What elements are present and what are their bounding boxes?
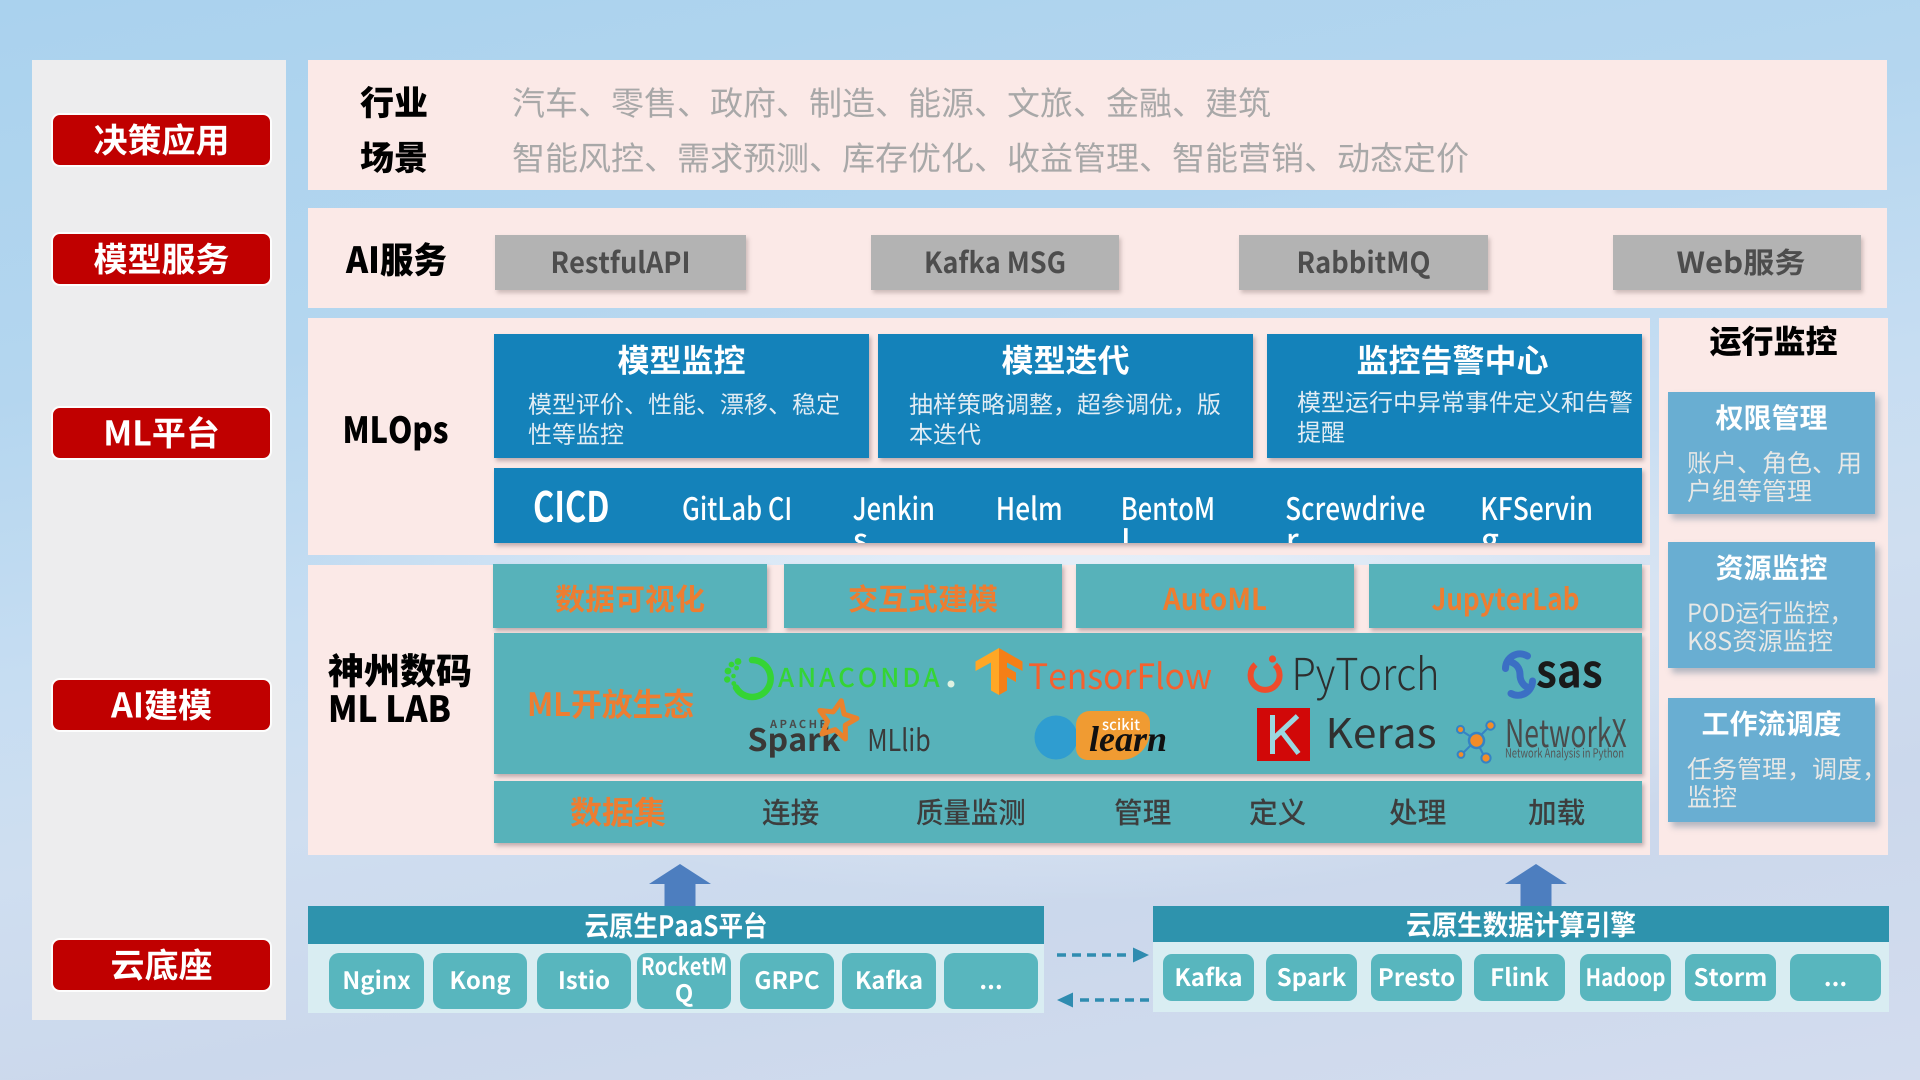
svg-text:learn: learn	[1089, 719, 1167, 759]
